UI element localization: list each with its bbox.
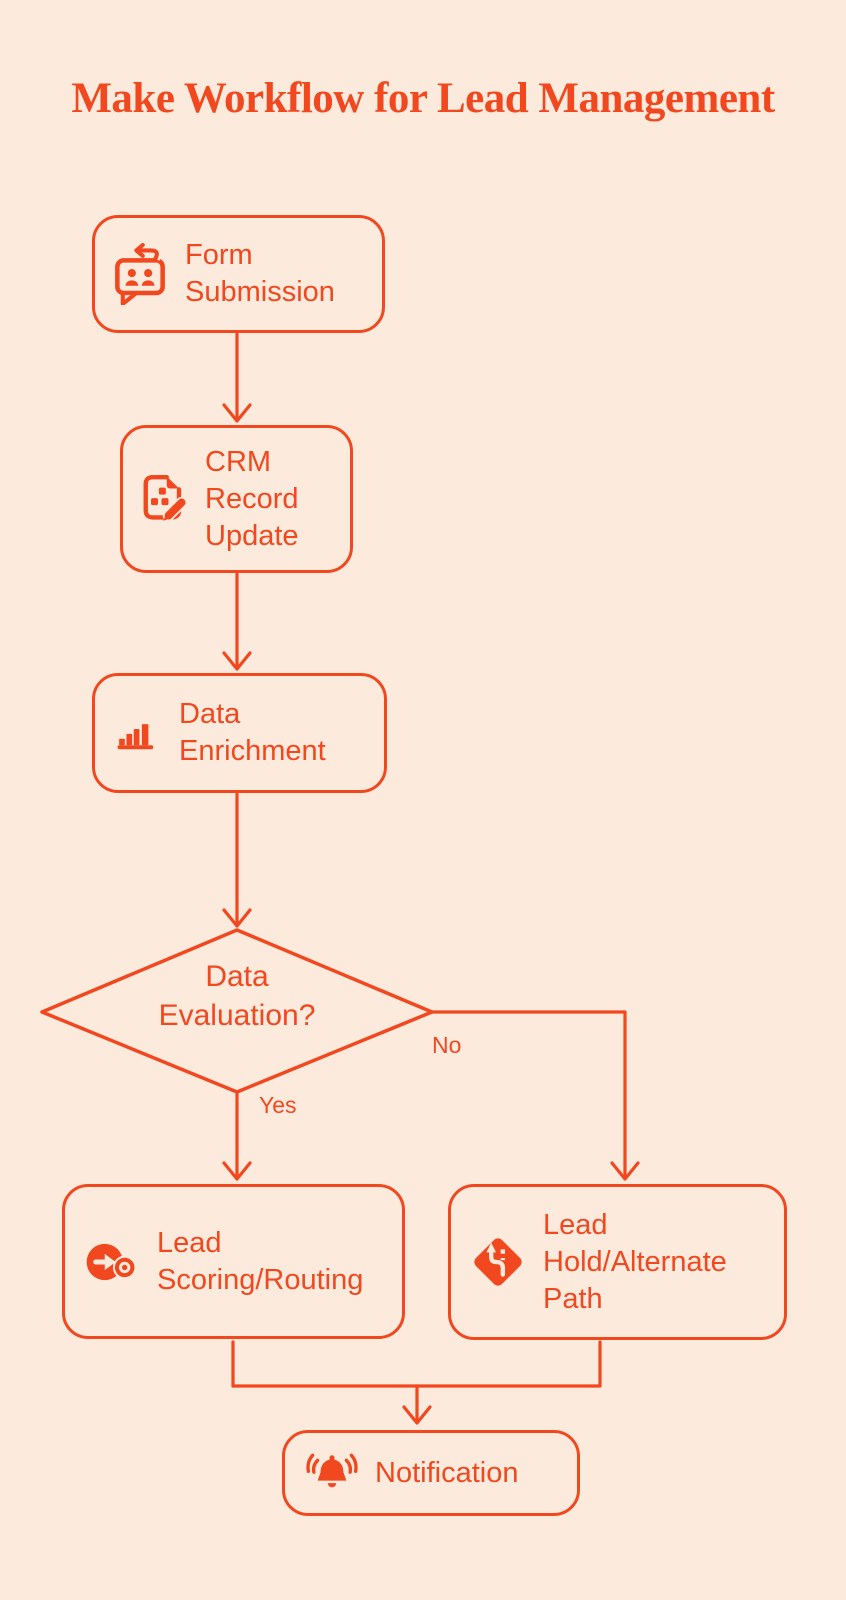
node-label: Data Enrichment — [179, 698, 326, 767]
form-submission-icon — [115, 243, 165, 305]
node-data-enrichment: Data Enrichment — [92, 673, 387, 793]
node-lead-scoring-routing: Lead Scoring/Routing — [62, 1184, 405, 1339]
lead-routing-icon — [86, 1243, 137, 1280]
edge-yes-to-scoring — [222, 1091, 252, 1181]
node-lead-hold-alternate-path: Lead Hold/Alternate Path — [448, 1184, 787, 1340]
node-label: Lead Hold/Alternate Path — [543, 1208, 727, 1315]
edge-label-no: No — [432, 1032, 462, 1058]
edge-enrichment-to-evaluation — [222, 792, 252, 928]
diagram-title: Make Workflow for Lead Management — [71, 75, 775, 122]
edge-join-to-notification — [231, 1340, 602, 1425]
node-label: CRM Record Update — [205, 445, 299, 552]
edge-label-yes: Yes — [259, 1092, 297, 1118]
node-form-submission: Form Submission — [92, 215, 385, 333]
bell-icon — [306, 1453, 358, 1488]
node-crm-record-update: CRM Record Update — [120, 425, 353, 573]
decision-diamond-shape — [40, 928, 434, 1094]
edge-crm-to-enrichment — [222, 572, 252, 671]
node-data-evaluation: Data Evaluation? — [158, 960, 316, 1032]
node-notification: Notification — [282, 1430, 580, 1516]
node-label: Notification — [375, 1456, 519, 1489]
node-label: Lead Scoring/Routing — [157, 1226, 364, 1296]
document-edit-icon — [143, 474, 188, 522]
bar-chart-icon — [117, 724, 154, 750]
merge-path-icon — [474, 1238, 522, 1286]
node-label: Form Submission — [185, 239, 335, 308]
edge-form-to-crm — [222, 332, 252, 423]
edge-no-to-hold — [430, 1010, 640, 1181]
